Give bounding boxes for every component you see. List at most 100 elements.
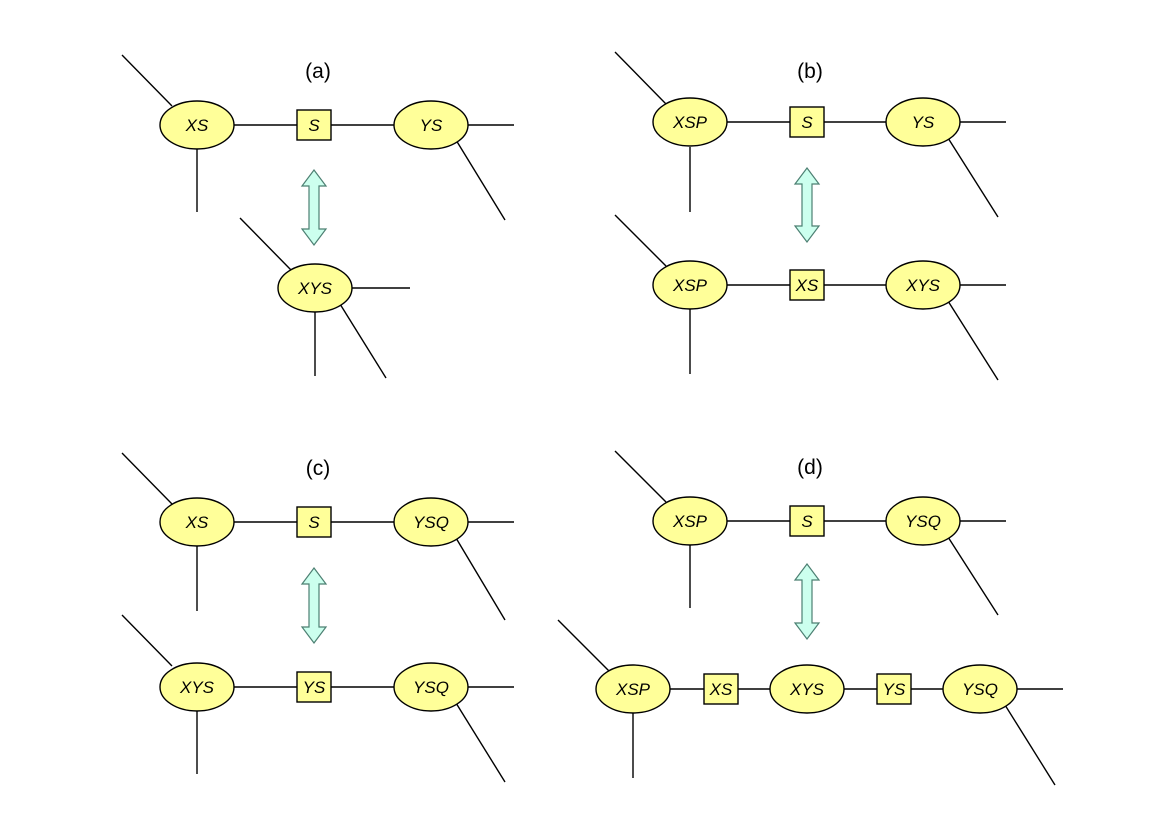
variable-node-label: XYS	[905, 276, 941, 295]
factor-node-label: YS	[303, 678, 326, 697]
panel-a-label: (a)	[305, 60, 331, 83]
variable-node-label: YSQ	[413, 678, 449, 697]
edge	[614, 450, 667, 503]
variable-node-label: XYS	[297, 279, 333, 298]
double-arrow-icon	[793, 563, 821, 640]
factor-node-label: XS	[709, 680, 733, 699]
variable-node-ellipse	[159, 497, 235, 547]
double-arrow-icon	[300, 567, 328, 644]
edge	[339, 303, 387, 379]
variable-node-ellipse	[652, 260, 728, 310]
factor-node-label: S	[801, 113, 813, 132]
variable-node-ellipse	[277, 263, 353, 313]
panel-b-label: (b)	[797, 60, 823, 83]
edge	[121, 614, 173, 667]
edge	[455, 139, 506, 221]
variable-node: XSP	[652, 260, 728, 310]
variable-node-ellipse	[159, 662, 235, 712]
panel-a: (a) XS S YS XYS	[121, 54, 514, 379]
double-arrow-icon	[793, 167, 821, 243]
edge	[455, 537, 506, 621]
factor-node: XS	[703, 673, 739, 705]
factor-node: S	[296, 506, 332, 538]
variable-node-ellipse	[393, 662, 469, 712]
double-arrow-icon	[300, 169, 328, 246]
edge	[614, 214, 667, 267]
variable-node-label: YS	[420, 116, 443, 135]
variable-node-ellipse	[595, 664, 671, 714]
edge	[947, 137, 999, 218]
variable-node-label: XSP	[672, 113, 708, 132]
variable-node: XYS	[159, 662, 235, 712]
variable-node-ellipse	[942, 664, 1018, 714]
factor-node: S	[789, 505, 825, 537]
variable-node: XSP	[595, 664, 671, 714]
variable-node: XYS	[885, 260, 961, 310]
edge	[239, 217, 292, 271]
variable-node: YSQ	[393, 662, 469, 712]
variable-node-label: XSP	[672, 512, 708, 531]
variable-node: XYS	[769, 664, 845, 714]
variable-node: XYS	[277, 263, 353, 313]
factor-node-label: XS	[795, 276, 819, 295]
variable-node: YS	[393, 100, 469, 150]
variable-node-label: XSP	[672, 276, 708, 295]
variable-node-ellipse	[652, 97, 728, 147]
panel-d: (d) XSP S YSQ XSP	[557, 450, 1063, 786]
variable-node-label: YSQ	[413, 513, 449, 532]
edge	[455, 702, 506, 783]
variable-node: YSQ	[393, 497, 469, 547]
factor-node-box	[296, 506, 332, 538]
variable-node-ellipse	[652, 496, 728, 546]
edge	[947, 300, 999, 381]
edge	[557, 619, 610, 672]
factor-node: S	[789, 106, 825, 138]
panel-c: (c) XS S YSQ XYS	[121, 452, 514, 783]
variable-node-ellipse	[885, 97, 961, 147]
edge	[614, 51, 667, 105]
variable-node-ellipse	[393, 497, 469, 547]
variable-node: XS	[159, 100, 235, 150]
factor-node: YS	[876, 673, 912, 705]
variable-node-label: XS	[185, 116, 209, 135]
factor-node: S	[296, 109, 332, 141]
variable-node-label: XS	[185, 513, 209, 532]
factor-node-label: S	[801, 512, 813, 531]
variable-node: XS	[159, 497, 235, 547]
variable-node-label: XYS	[179, 678, 215, 697]
panel-c-label: (c)	[306, 457, 331, 480]
edge	[947, 536, 999, 616]
variable-node-label: XSP	[615, 680, 651, 699]
factor-node-box	[703, 673, 739, 705]
factor-node-box	[789, 505, 825, 537]
variable-node-label: YSQ	[905, 512, 941, 531]
variable-node-label: XYS	[789, 680, 825, 699]
variable-node-label: YS	[912, 113, 935, 132]
factor-node-label: S	[308, 513, 320, 532]
edge	[1004, 704, 1056, 786]
panel-b: (b) XSP S YS XSP	[614, 51, 1006, 381]
factor-node-label: S	[308, 116, 320, 135]
factor-node-label: YS	[883, 680, 906, 699]
variable-node-ellipse	[393, 100, 469, 150]
variable-node: YSQ	[885, 496, 961, 546]
variable-node-ellipse	[885, 496, 961, 546]
variable-node: XSP	[652, 496, 728, 546]
factor-node-box	[789, 106, 825, 138]
variable-node: YSQ	[942, 664, 1018, 714]
factor-node-box	[296, 109, 332, 141]
variable-node-ellipse	[159, 100, 235, 150]
variable-node-label: YSQ	[962, 680, 998, 699]
variable-node-ellipse	[769, 664, 845, 714]
edge	[121, 54, 173, 107]
factor-node: YS	[296, 671, 332, 703]
factor-node: XS	[789, 269, 825, 301]
factor-node-box	[789, 269, 825, 301]
variable-node: YS	[885, 97, 961, 147]
panel-d-label: (d)	[797, 456, 823, 479]
edge	[121, 452, 173, 505]
variable-node: XSP	[652, 97, 728, 147]
variable-node-ellipse	[885, 260, 961, 310]
factor-node-box	[876, 673, 912, 705]
